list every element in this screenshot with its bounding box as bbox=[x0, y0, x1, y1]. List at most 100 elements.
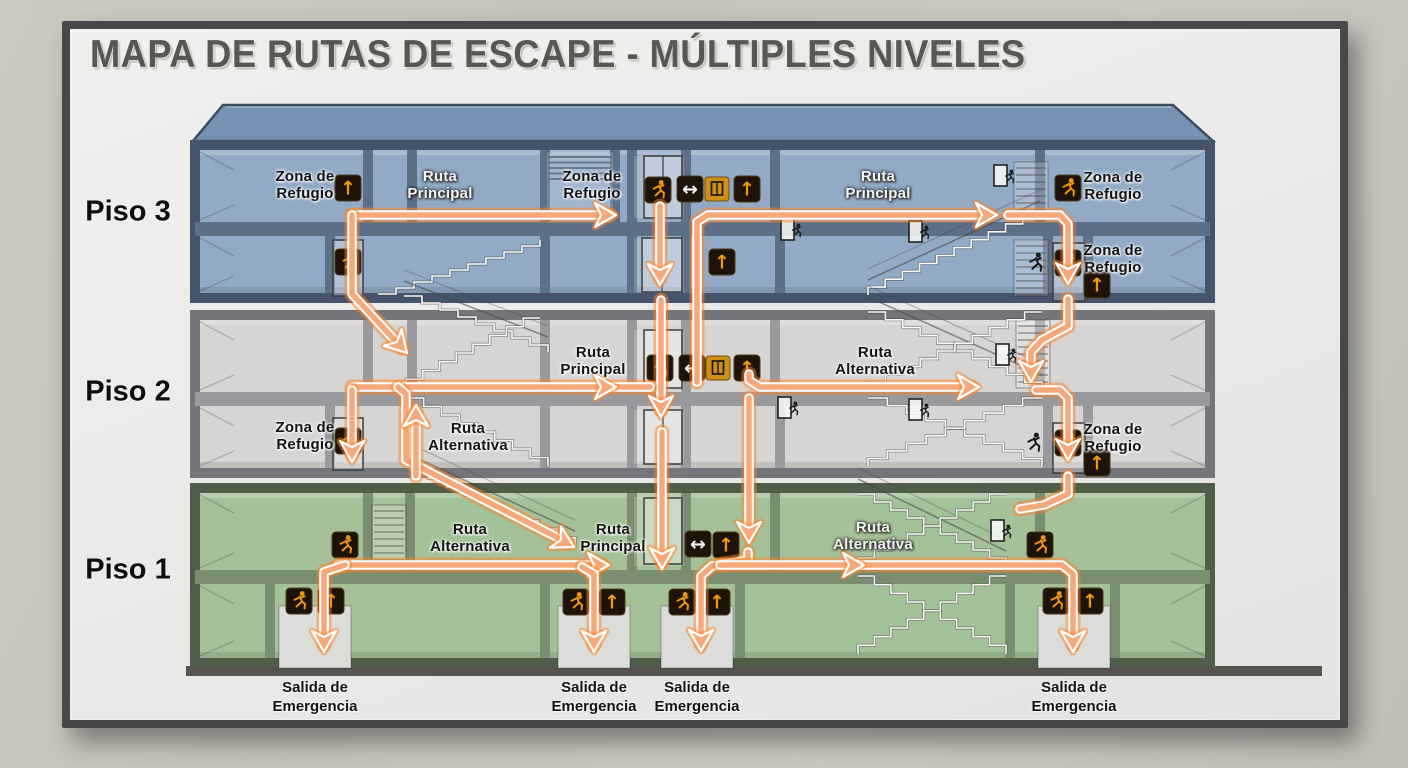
arrow-up-icon: ↑ bbox=[733, 175, 761, 203]
arrow-up-icon: ↑ bbox=[1083, 271, 1111, 299]
route-arrowhead bbox=[338, 439, 366, 464]
route-label: Ruta Principal bbox=[845, 168, 911, 202]
svg-text:↑: ↑ bbox=[709, 592, 725, 614]
svg-text:↑: ↑ bbox=[1082, 591, 1098, 613]
exit-running-man-icon bbox=[644, 176, 672, 204]
floor-label-piso-1: Piso 1 bbox=[85, 553, 171, 586]
escape-route-path bbox=[644, 198, 676, 289]
exit-running-man-icon bbox=[285, 587, 313, 615]
escape-route-path bbox=[336, 382, 368, 466]
staircase-flight bbox=[404, 316, 540, 388]
refuge-zone-label: Zona de Refugio bbox=[275, 419, 335, 453]
escape-route-path bbox=[344, 207, 411, 357]
route-arrowhead bbox=[593, 373, 618, 401]
route-arrowhead bbox=[402, 403, 430, 428]
svg-text:↔: ↔ bbox=[690, 534, 706, 556]
exit-door-icon bbox=[993, 164, 1015, 187]
route-arrowhead bbox=[687, 628, 715, 653]
escape-route-path bbox=[308, 557, 353, 656]
route-arrowhead bbox=[646, 262, 674, 287]
route-label: Ruta Alternativa bbox=[428, 420, 508, 454]
refuge-zone-label: Zona de Refugio bbox=[1083, 169, 1143, 203]
arrow-up-icon: ↑ bbox=[708, 248, 736, 276]
stair-shaft bbox=[1013, 239, 1049, 297]
floor-label-piso-2: Piso 2 bbox=[85, 375, 171, 408]
route-arrowhead bbox=[1059, 629, 1087, 654]
staircase-flight bbox=[866, 310, 1042, 390]
staircase-flight bbox=[406, 396, 550, 466]
arrow-both-ways-icon: ↔ bbox=[676, 175, 704, 203]
escape-route-path bbox=[733, 390, 765, 547]
staircase-flight bbox=[866, 396, 1042, 466]
escape-route-path bbox=[645, 292, 677, 421]
svg-text:↔: ↔ bbox=[682, 179, 698, 201]
route-arrowhead bbox=[548, 525, 576, 549]
escape-route-path bbox=[1015, 291, 1076, 386]
exit-door-icon bbox=[990, 519, 1012, 542]
exit-running-man-icon bbox=[668, 588, 696, 616]
staircase-flight bbox=[856, 574, 1006, 654]
arrow-up-icon: ↑ bbox=[1076, 587, 1104, 615]
route-arrowhead bbox=[974, 201, 999, 229]
refuge-zone-label: Zona de Refugio bbox=[275, 168, 335, 202]
route-arrowhead bbox=[956, 373, 981, 401]
route-arrowhead bbox=[1054, 261, 1082, 286]
route-arrowhead bbox=[735, 520, 763, 545]
arrow-up-icon: ↑ bbox=[712, 531, 740, 559]
refuge-zone-label: Zona de Refugio bbox=[1083, 421, 1143, 455]
exit-running-man-icon bbox=[331, 531, 359, 559]
svg-text:↑: ↑ bbox=[1089, 453, 1105, 475]
escape-route-path bbox=[741, 366, 983, 403]
escape-route-path bbox=[330, 549, 613, 581]
map-title: MAPA DE RUTAS DE ESCAPE - MÚLTIPLES NIVE… bbox=[90, 33, 1026, 76]
svg-text:↑: ↑ bbox=[714, 252, 730, 274]
route-arrowhead bbox=[310, 629, 338, 654]
exit-door-icon bbox=[777, 396, 799, 419]
emergency-exit-label: Salida de Emergencia bbox=[1031, 679, 1117, 715]
svg-text:↑: ↑ bbox=[1089, 275, 1105, 297]
staircase-flight bbox=[378, 240, 542, 296]
route-arrowhead bbox=[593, 201, 618, 229]
no-elevator-icon bbox=[704, 176, 730, 202]
arrow-up-icon: ↑ bbox=[1083, 449, 1111, 477]
route-arrowhead bbox=[841, 551, 866, 579]
route-arrowhead bbox=[647, 394, 675, 419]
route-label: Ruta Principal bbox=[407, 168, 473, 202]
refuge-zone-label: Zona de Refugio bbox=[1083, 242, 1143, 276]
escape-route-path bbox=[1012, 468, 1076, 517]
route-arrowhead bbox=[580, 629, 608, 654]
staircase-flight bbox=[856, 492, 1006, 566]
arrow-both-ways-icon: ↔ bbox=[684, 530, 712, 558]
exit-running-man-icon bbox=[1054, 174, 1082, 202]
svg-text:↑: ↑ bbox=[340, 178, 356, 200]
exit-door-icon bbox=[908, 398, 930, 421]
no-elevator-icon bbox=[705, 355, 731, 381]
route-label: Ruta Alternativa bbox=[833, 519, 913, 553]
running-man-icon bbox=[1027, 432, 1041, 452]
exit-running-man-icon bbox=[1026, 531, 1054, 559]
ground-line bbox=[186, 666, 1322, 676]
exit-door-icon bbox=[780, 218, 802, 241]
route-arrowhead bbox=[382, 328, 409, 355]
refuge-zone-label: Zona de Refugio bbox=[562, 168, 622, 202]
escape-route-path bbox=[689, 199, 1001, 390]
emergency-exit-label: Salida de Emergencia bbox=[654, 679, 740, 715]
route-arrowhead bbox=[648, 546, 676, 571]
escape-route-path bbox=[1028, 382, 1084, 464]
floor-label-piso-3: Piso 3 bbox=[85, 195, 171, 228]
svg-text:↑: ↑ bbox=[604, 592, 620, 614]
emergency-exit-label: Salida de Emergencia bbox=[272, 679, 358, 715]
escape-route-path bbox=[400, 401, 432, 484]
roof bbox=[190, 103, 1217, 143]
escape-route-path bbox=[646, 424, 678, 573]
arrow-up-icon: ↑ bbox=[703, 588, 731, 616]
stair-shaft bbox=[1013, 161, 1049, 217]
escape-route-path bbox=[685, 544, 756, 655]
svg-text:↑: ↑ bbox=[739, 179, 755, 201]
route-label: Ruta Principal bbox=[580, 521, 646, 555]
running-man-icon bbox=[1029, 252, 1043, 272]
route-arrowhead bbox=[1054, 437, 1082, 462]
arrow-up-icon: ↑ bbox=[334, 174, 362, 202]
